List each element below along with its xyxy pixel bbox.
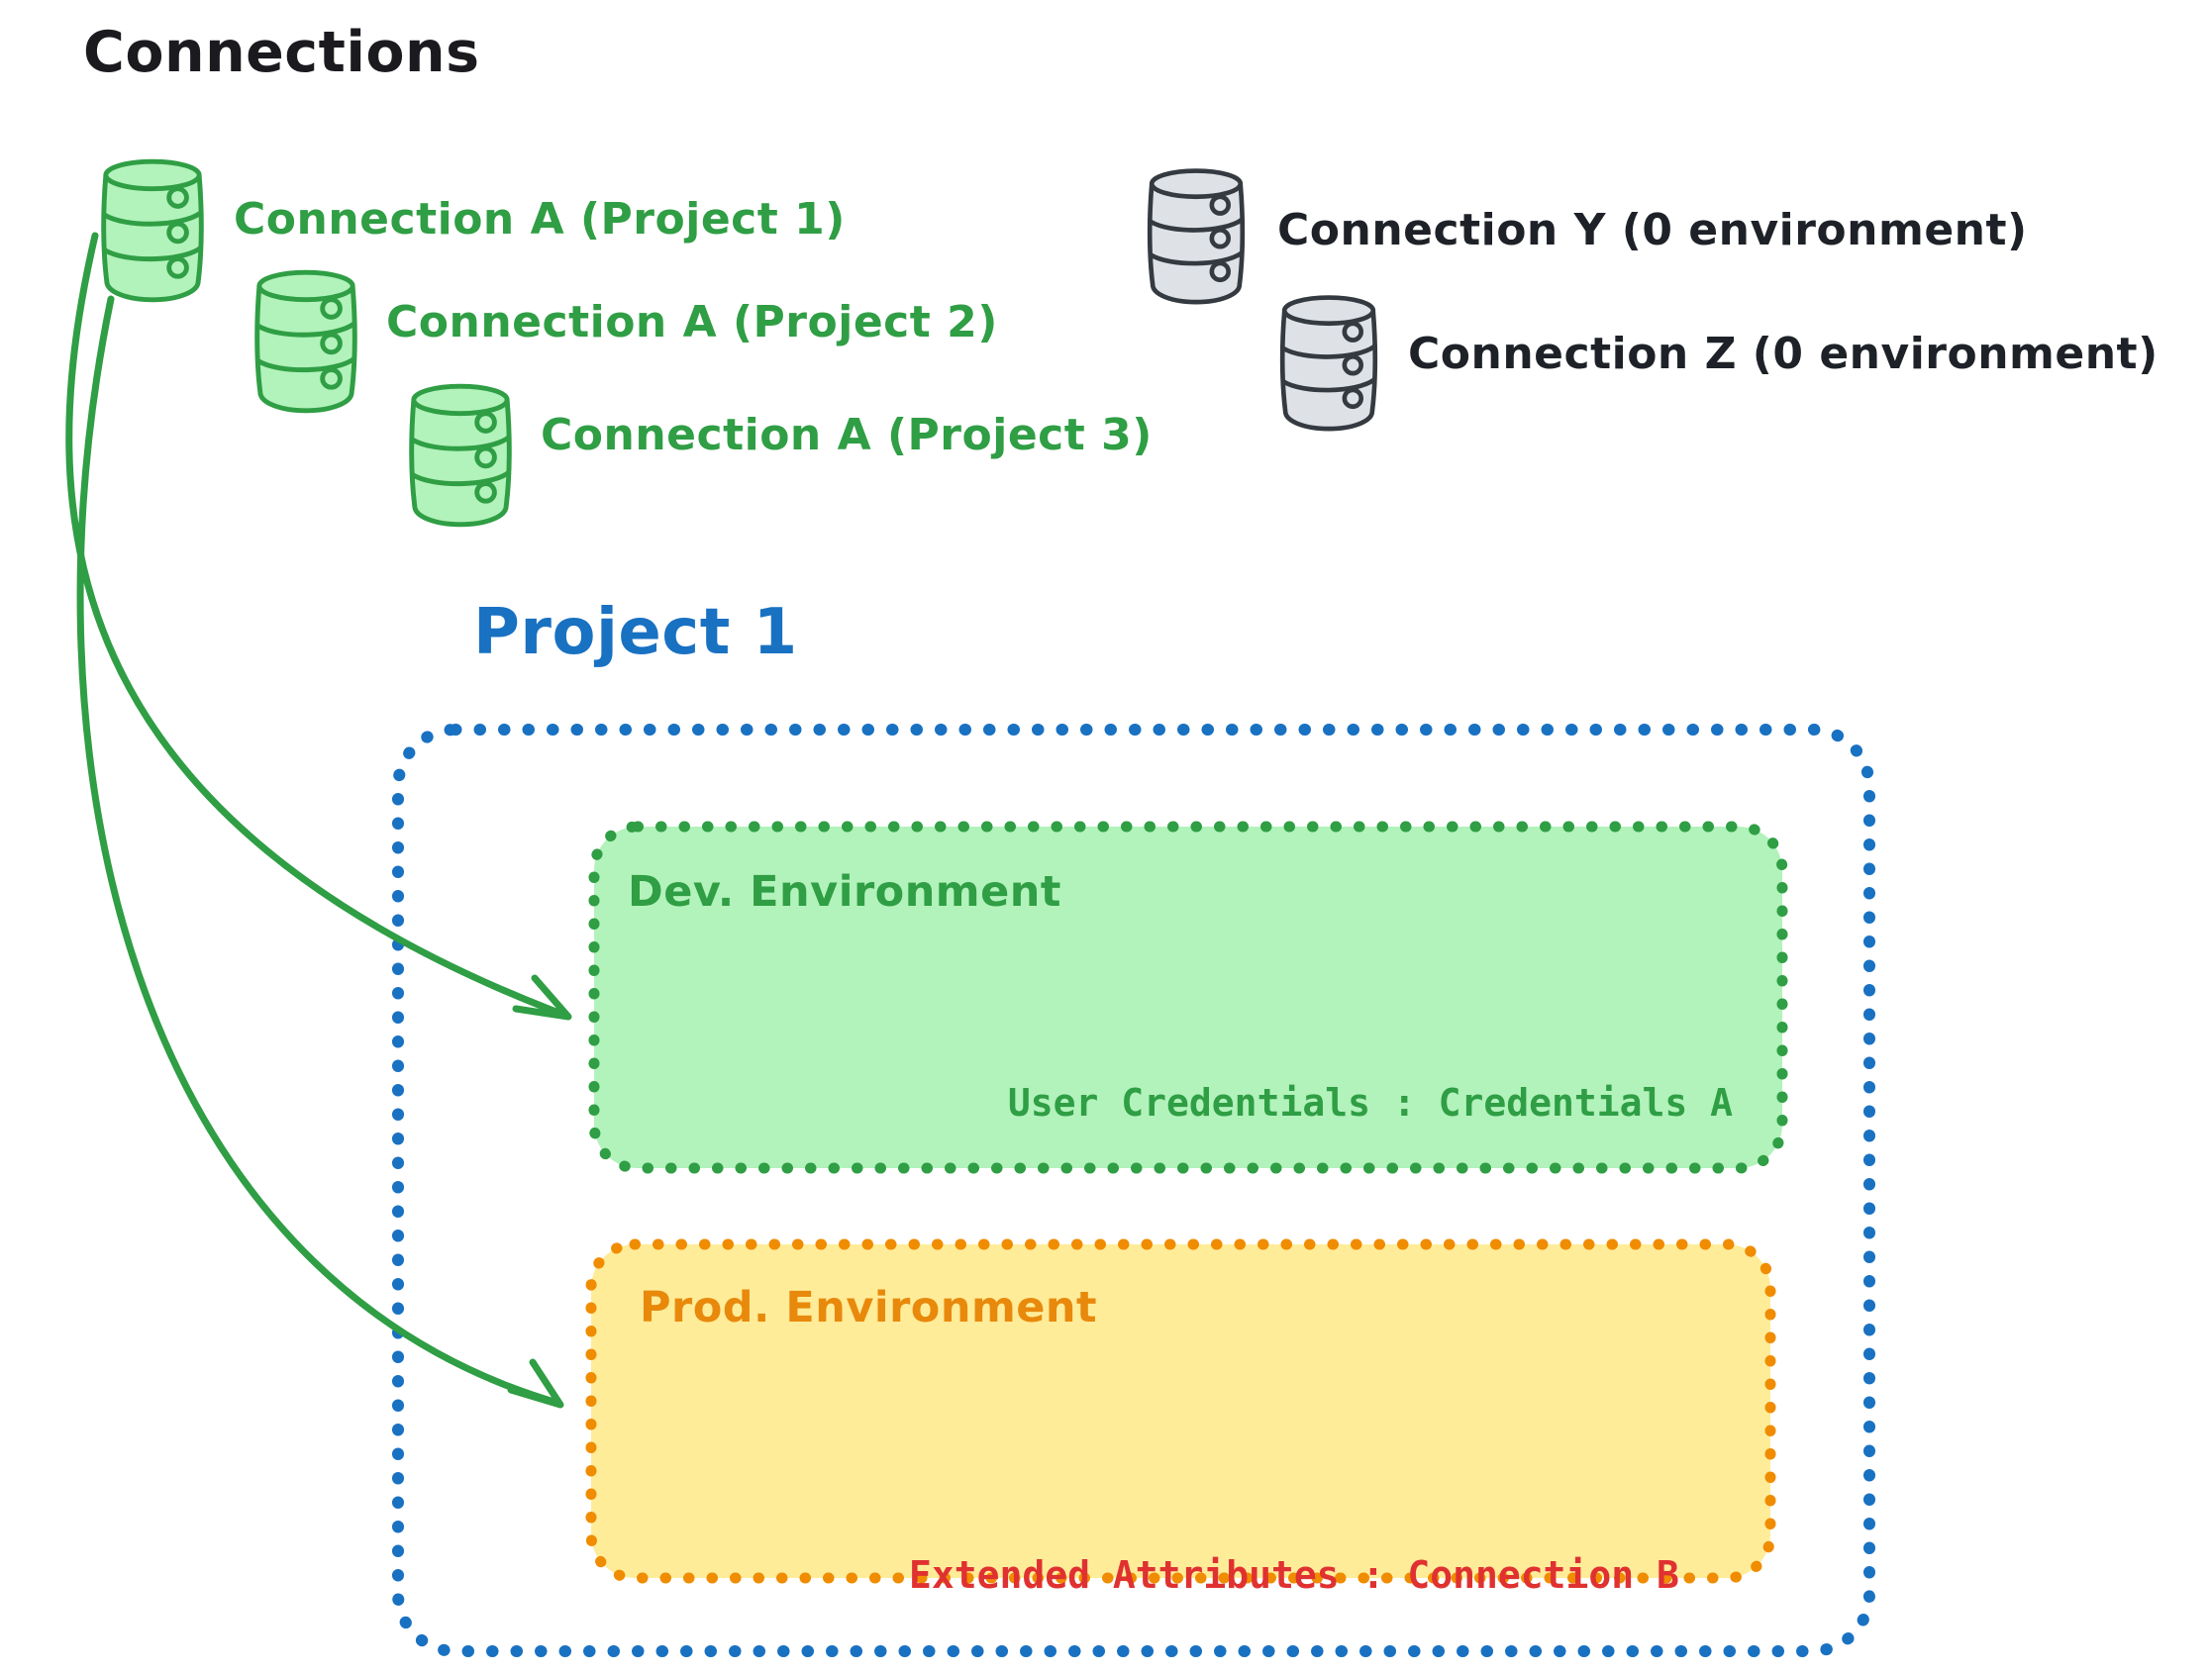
connections-title: Connections — [83, 20, 480, 85]
prod-environment-title: Prod. Environment — [640, 1283, 1098, 1332]
dev-environment-title: Dev. Environment — [628, 867, 1061, 917]
connection-z-label: Connection Z (0 environment) — [1408, 329, 2159, 379]
prod-environment-credentials-text: Extended Attributes : Connection B Ext.A… — [909, 1441, 1702, 1674]
connection-y-label: Connection Y (0 environment) — [1277, 205, 2028, 255]
database-icon-connection-a-2 — [254, 269, 357, 414]
prod-credentials-line1: Extended Attributes : Connection B — [909, 1553, 1679, 1597]
connection-a-project3-label: Connection A (Project 3) — [541, 410, 1153, 460]
database-icon-connection-a-1 — [101, 158, 204, 303]
project1-title: Project 1 — [473, 596, 798, 669]
connection-a-project1-label: Connection A (Project 1) — [234, 194, 846, 245]
database-icon-connection-a-3 — [409, 383, 512, 528]
database-icon-connection-z — [1279, 295, 1378, 432]
database-icon-connection-y — [1147, 168, 1246, 305]
dev-environment-credentials-text: User Credentials : Credentials A — [1007, 1081, 1733, 1125]
connection-a-project2-label: Connection A (Project 2) — [386, 297, 998, 347]
